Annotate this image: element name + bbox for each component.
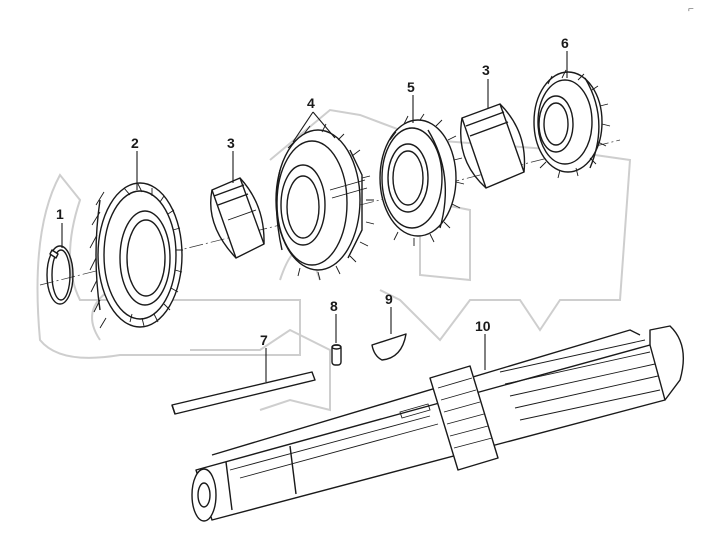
synchro-gear xyxy=(379,113,465,246)
callout-1: 1 xyxy=(56,206,64,222)
retaining-ring xyxy=(46,245,74,305)
callout-labels: 1 2 3 4 5 3 6 7 8 9 10 xyxy=(56,35,569,348)
woodruff-key xyxy=(371,333,407,361)
rod xyxy=(171,371,316,415)
large-gear xyxy=(89,182,183,329)
bushing-left xyxy=(210,177,265,259)
callout-10: 10 xyxy=(475,318,491,334)
callout-3-left: 3 xyxy=(227,135,235,151)
small-gear xyxy=(533,69,611,179)
callout-7: 7 xyxy=(260,332,268,348)
callout-4: 4 xyxy=(307,95,315,111)
bushing-right xyxy=(460,103,526,189)
leader-lines xyxy=(61,51,568,382)
callout-3-right: 3 xyxy=(482,62,490,78)
main-shaft xyxy=(191,325,684,522)
pin xyxy=(331,344,342,366)
callout-9: 9 xyxy=(385,291,393,307)
corner-mark: ⌐ xyxy=(688,4,694,15)
double-gear xyxy=(275,123,375,281)
callout-8: 8 xyxy=(330,298,338,314)
callout-6: 6 xyxy=(561,35,569,51)
callout-5: 5 xyxy=(407,79,415,95)
callout-2: 2 xyxy=(131,135,139,151)
